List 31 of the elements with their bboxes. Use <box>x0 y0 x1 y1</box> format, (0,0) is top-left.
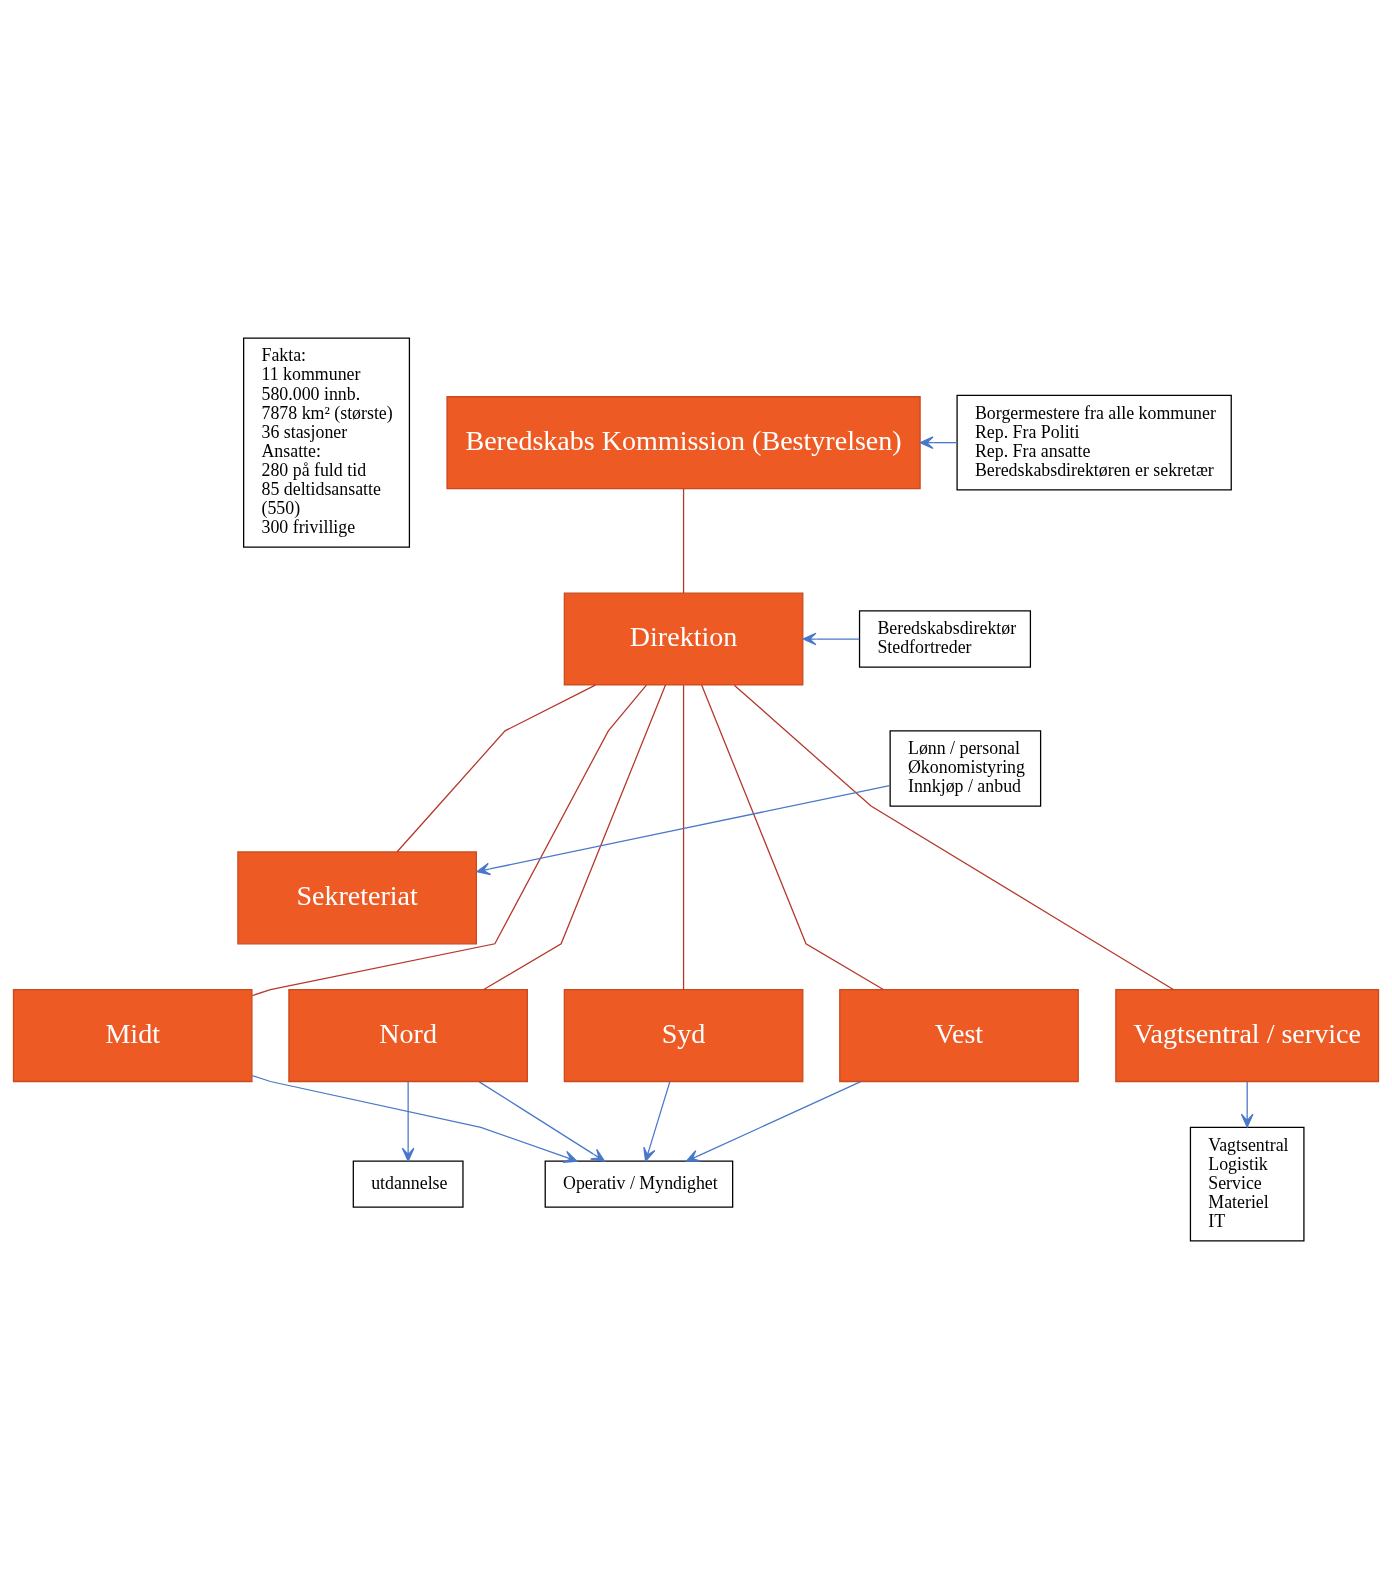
connector <box>701 684 884 991</box>
connector <box>483 684 667 991</box>
arrow <box>478 1081 606 1162</box>
node-box: Syd <box>563 989 804 1083</box>
connector <box>396 684 596 853</box>
arrow <box>251 1075 578 1163</box>
arrow <box>919 436 958 450</box>
node-box: Vest <box>839 989 1079 1083</box>
node-box: Sekreteriat <box>237 851 477 945</box>
arrow <box>802 632 860 646</box>
connector <box>682 684 685 991</box>
arrow <box>476 784 891 876</box>
arrow <box>643 1081 671 1162</box>
arrow <box>1240 1081 1254 1128</box>
connector <box>682 488 685 594</box>
node-box: Lønn / personal Økonomistyring Innkjøp / anbud <box>889 730 1042 807</box>
node-box: Midt <box>12 989 253 1083</box>
connector <box>733 684 1174 991</box>
node-box: Direktion <box>563 592 804 686</box>
arrow <box>685 1081 862 1162</box>
node-box: Fakta: 11 kommuner 580.000 innb. 7878 km² (største) 36 stasjoner Ansatte: 280 på fuld tid 85 deltidsansatte (550) 300 frivillige <box>243 337 411 548</box>
connector <box>251 684 648 997</box>
node-box: Vagtsentral / service <box>1115 989 1380 1083</box>
node-box: utdannelse <box>352 1160 464 1208</box>
node-box: Beredskabsdirektør Stedfortreder <box>858 610 1032 668</box>
node-box: Borgermestere fra alle kommuner Rep. Fra Politi Rep. Fra ansatte Beredskabsdirektøren er sekretær <box>956 394 1232 491</box>
node-box: Vagtsentral Logistik Service Materiel IT <box>1189 1126 1305 1242</box>
node-box: Operativ / Myndighet <box>544 1160 734 1208</box>
arrow <box>401 1081 415 1162</box>
node-box: Beredskabs Kommission (Bestyrelsen) <box>446 396 921 490</box>
node-box: Nord <box>288 989 528 1083</box>
